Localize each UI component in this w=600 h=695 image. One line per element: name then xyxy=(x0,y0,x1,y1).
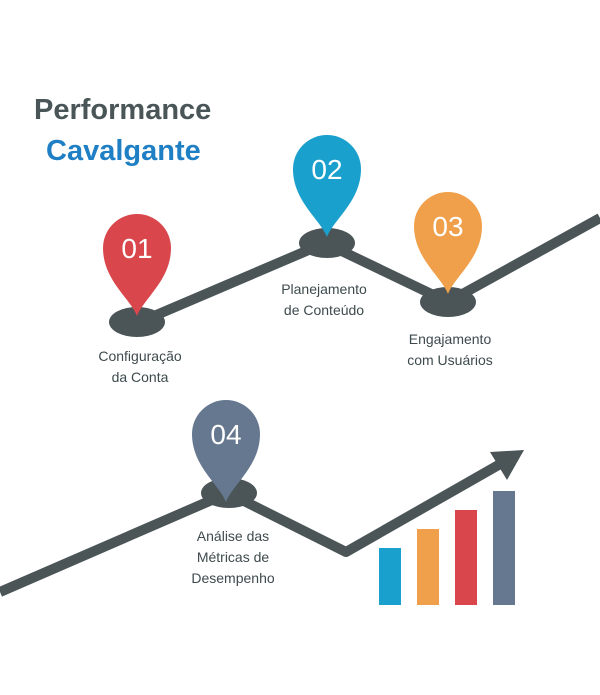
step-label-2: Planejamento de Conteúdo xyxy=(264,279,384,321)
step-label-4-line-1: Análise das xyxy=(196,528,270,544)
step-label-1: Configuração da Conta xyxy=(80,346,200,388)
pin-number-4: 04 xyxy=(210,419,241,450)
pin-icon-2: 02 xyxy=(293,135,361,237)
arrow-head-icon xyxy=(490,450,524,480)
pin-icon-1: 01 xyxy=(103,214,171,316)
pin-icon-4: 04 xyxy=(192,400,260,502)
title-line-1: Performance xyxy=(34,94,212,126)
upper-path-line xyxy=(138,213,600,327)
step-label-1-line-1: Configuração xyxy=(98,348,182,364)
milestone-dot-2 xyxy=(299,228,355,258)
bar-chart-bar-2 xyxy=(417,529,439,605)
bar-chart-bar-3 xyxy=(455,510,477,605)
milestone-dot-1 xyxy=(109,307,165,337)
step-label-3-line-1: Engajamento xyxy=(408,331,492,347)
pin-number-1: 01 xyxy=(121,233,152,264)
pin-icon-3: 03 xyxy=(414,192,482,294)
step-label-1-line-2: da Conta xyxy=(111,369,169,385)
step-label-2-line-2: de Conteúdo xyxy=(283,302,365,318)
step-label-4-line-3: Desempenho xyxy=(191,570,275,586)
step-label-2-line-1: Planejamento xyxy=(281,281,367,297)
step-label-4-line-2: Métricas de xyxy=(196,549,270,565)
bar-chart-bar-4 xyxy=(493,491,515,605)
bar-chart-icon xyxy=(379,491,515,605)
step-label-3-line-2: com Usuários xyxy=(407,352,493,368)
lower-path-line xyxy=(0,458,505,597)
pin-number-3: 03 xyxy=(432,211,463,242)
title-line-2: Cavalgante xyxy=(46,135,201,167)
pin-number-2: 02 xyxy=(311,154,342,185)
step-label-4: Análise das Métricas de Desempenho xyxy=(168,526,298,589)
step-label-3: Engajamento com Usuários xyxy=(390,329,510,371)
bar-chart-bar-1 xyxy=(379,548,401,605)
milestone-dot-3 xyxy=(420,287,476,317)
